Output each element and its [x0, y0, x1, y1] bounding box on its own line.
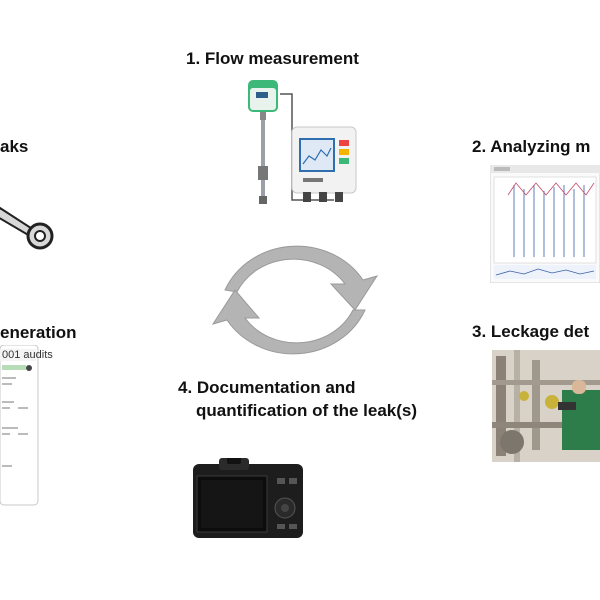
camera-icon [193, 458, 303, 538]
step-1-label: 1. Flow measurement [186, 49, 359, 68]
step-4-label-line1: 4. Documentation and [178, 378, 356, 397]
wrench-icon [0, 206, 54, 250]
step-2-label: 2. Analyzing m [472, 137, 591, 156]
step-repair-label: aks [0, 137, 29, 156]
step-report-label: eneration [0, 323, 77, 342]
flow-meter-icon [248, 80, 278, 204]
industrial-pipes-photo [492, 350, 600, 462]
report-screen-title: 001 audits [2, 349, 53, 361]
step-3-label: 3. Leckage det [472, 322, 590, 341]
analysis-chart-icon [490, 165, 600, 283]
report-tablet-icon [0, 345, 39, 506]
step-4-label-line2: quantification of the leak(s) [196, 401, 418, 420]
display-unit-icon [291, 126, 357, 202]
cycle-arrows-icon [211, 245, 379, 355]
